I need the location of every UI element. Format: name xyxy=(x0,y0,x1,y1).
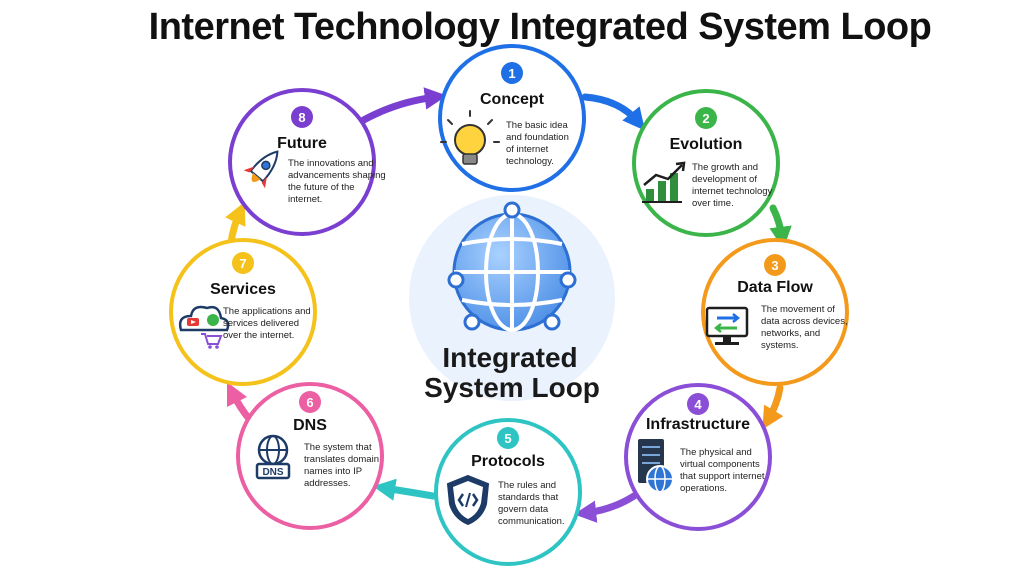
node-description: The applications and services delivered … xyxy=(223,306,313,341)
arrow-dns-to-services xyxy=(226,381,254,424)
node-description: The basic idea and foundation of interne… xyxy=(506,120,572,167)
node-title: Data Flow xyxy=(737,279,813,296)
arrow-protocols-to-dns xyxy=(372,478,437,501)
globe-network-icon xyxy=(447,201,577,332)
node-dns: 6 DNS DNS The system that translates dom… xyxy=(236,382,384,530)
node-badge xyxy=(291,106,313,128)
lightbulb-icon xyxy=(440,110,500,165)
node-number: 1 xyxy=(508,66,515,81)
node-number: 4 xyxy=(694,397,702,412)
node-title: Services xyxy=(210,281,276,298)
node-description: The innovations and advancements shaping… xyxy=(288,158,388,205)
node-title: DNS xyxy=(293,417,327,434)
node-services: 7 Services The applications and services… xyxy=(169,238,317,386)
dns-globe-icon: DNS xyxy=(255,434,291,480)
monitor-transfer-icon xyxy=(705,306,749,345)
arrow-data-flow-to-infrastructure xyxy=(762,384,784,430)
node-ring xyxy=(701,238,849,386)
node-description: The physical and virtual components that… xyxy=(680,447,767,494)
node-ring xyxy=(236,382,384,530)
node-description: The rules and standards that govern data… xyxy=(498,480,565,527)
node-concept: 1 Concept The basic idea and foundation … xyxy=(438,44,586,192)
node-badge xyxy=(299,391,321,413)
diagram-title: Internet Technology Integrated System Lo… xyxy=(148,6,932,48)
arrow-evolution-to-data-flow xyxy=(769,204,792,250)
node-number: 3 xyxy=(771,258,778,273)
node-number: 8 xyxy=(298,110,305,125)
center-hub: Integrated System Loop xyxy=(409,195,615,403)
node-description: The growth and development of internet t… xyxy=(692,162,775,209)
node-number: 5 xyxy=(504,431,511,446)
node-badge xyxy=(501,62,523,84)
node-ring xyxy=(434,418,582,566)
node-number: 6 xyxy=(306,395,313,410)
node-number: 2 xyxy=(702,111,709,126)
cloud-services-icon xyxy=(178,305,230,349)
arrow-future-to-concept xyxy=(356,87,448,126)
code-shield-icon xyxy=(446,474,490,526)
node-evolution: 2 Evolution The growth and development o… xyxy=(632,89,780,237)
growth-chart-icon xyxy=(642,161,686,203)
node-title: Protocols xyxy=(471,453,545,470)
center-label-line2: System Loop xyxy=(424,372,600,403)
svg-text:DNS: DNS xyxy=(262,467,283,478)
node-title: Future xyxy=(277,135,327,152)
node-description: The system that translates domain names … xyxy=(304,442,382,489)
node-ring xyxy=(228,88,376,236)
node-badge xyxy=(764,254,786,276)
node-infrastructure: 4 Infrastructure The physical and virtua… xyxy=(624,383,772,531)
node-title: Infrastructure xyxy=(646,416,750,433)
node-title: Evolution xyxy=(670,136,743,153)
node-badge xyxy=(497,427,519,449)
center-label-line1: Integrated xyxy=(442,342,577,373)
node-badge xyxy=(232,252,254,274)
node-badge xyxy=(695,107,717,129)
server-globe-icon xyxy=(638,439,674,493)
rocket-icon xyxy=(243,150,279,189)
arrow-concept-to-evolution xyxy=(581,93,646,131)
node-description: The movement of data across devices, net… xyxy=(761,304,850,351)
node-data-flow: 3 Data Flow The movement of data across … xyxy=(701,238,850,386)
node-number: 7 xyxy=(239,256,246,271)
arrow-infrastructure-to-protocols xyxy=(573,492,638,523)
node-ring xyxy=(169,238,317,386)
node-title: Concept xyxy=(480,91,545,108)
node-protocols: 5 Protocols The rules and standards that… xyxy=(434,418,582,566)
connector-arrows xyxy=(225,87,792,523)
node-ring xyxy=(624,383,772,531)
node-badge xyxy=(687,393,709,415)
node-future: 8 Future The innovations and advancement… xyxy=(228,88,388,236)
